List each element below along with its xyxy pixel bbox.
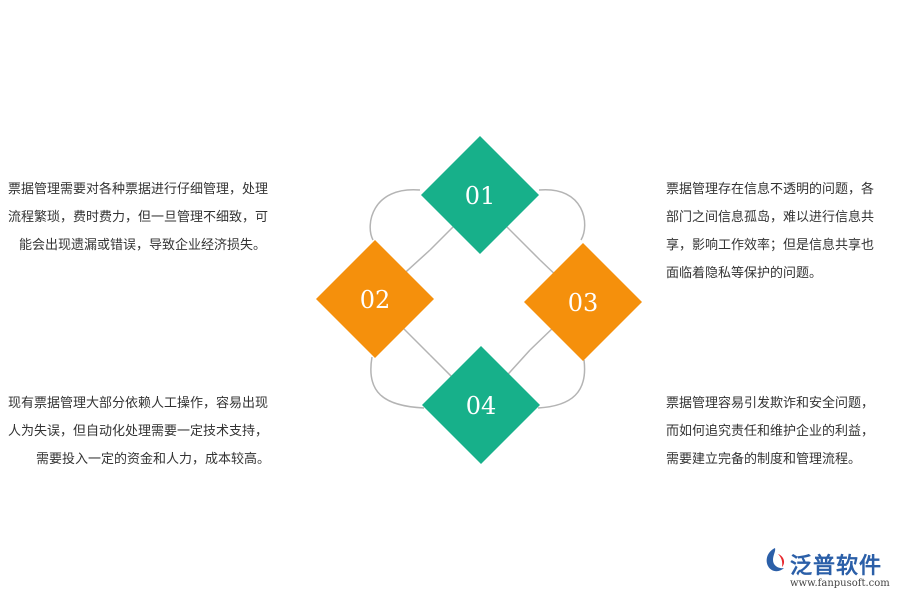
diamond-number: 04 <box>466 392 497 420</box>
logo-name: 泛普软件 <box>790 554 883 579</box>
text-line: 而如何追究责任和维护企业的利益， <box>666 424 875 439</box>
text-line: 需要建立完备的制度和管理流程。 <box>666 452 862 467</box>
text-line: 票据管理需要对各种票据进行仔细管理，处理 <box>8 182 269 197</box>
text-block-bottom-right: 票据管理容易引发欺诈和安全问题， 而如何追究责任和维护企业的利益， 需要建立完备… <box>666 390 896 474</box>
connector-arc <box>369 189 421 241</box>
text-line: 享，影响工作效率；但是信息共享也 <box>666 238 875 253</box>
logo-url: www.fanpusoft.com <box>790 578 890 589</box>
text-line: 部门之间信息孤岛，难以进行信息共 <box>666 210 875 225</box>
diamond-shape <box>316 240 434 358</box>
diamond-shape <box>422 346 540 464</box>
text-block-bottom-left: 现有票据管理大部分依赖人工操作，容易出现 人为失误，但自动化处理需要一定技术支持… <box>8 390 304 474</box>
text-block-top-left: 票据管理需要对各种票据进行仔细管理，处理 流程繁琐，费时费力，但一旦管理不细致，… <box>8 176 304 260</box>
text-line: 票据管理容易引发欺诈和安全问题， <box>666 396 875 411</box>
text-line: 人为失误，但自动化处理需要一定技术支持， <box>8 424 269 439</box>
diamond-shape <box>421 136 539 254</box>
brand-logo: 泛普软件 www.fanpusoft.com <box>762 546 890 594</box>
diamond-diagram: 01 02 03 04 <box>316 136 642 464</box>
diamond-04: 04 <box>422 346 540 464</box>
diamond-01: 01 <box>421 136 539 254</box>
connector-arc <box>538 189 586 241</box>
diamond-02: 02 <box>316 240 434 358</box>
connector-arc <box>370 356 425 409</box>
text-line: 流程繁琐，费时费力，但一旦管理不细致，可 <box>8 210 269 225</box>
text-block-top-right: 票据管理存在信息不透明的问题，各 部门之间信息孤岛，难以进行信息共 享，影响工作… <box>666 176 896 288</box>
diamond-number: 02 <box>360 286 391 314</box>
diamond-number: 03 <box>568 289 599 317</box>
diamond-number: 01 <box>465 182 496 210</box>
text-line: 需要投入一定的资金和人力，成本较高。 <box>36 452 271 467</box>
text-line: 现有票据管理大部分依赖人工操作，容易出现 <box>8 396 269 411</box>
diamond-03: 03 <box>524 243 642 361</box>
diamond-shape <box>524 243 642 361</box>
text-line: 面临着隐私等保护的问题。 <box>666 266 823 281</box>
text-line: 能会出现遗漏或错误，导致企业经济损失。 <box>19 238 267 253</box>
text-line: 票据管理存在信息不透明的问题，各 <box>666 182 875 197</box>
logo-icon <box>766 548 785 572</box>
connector-arc <box>537 359 586 409</box>
